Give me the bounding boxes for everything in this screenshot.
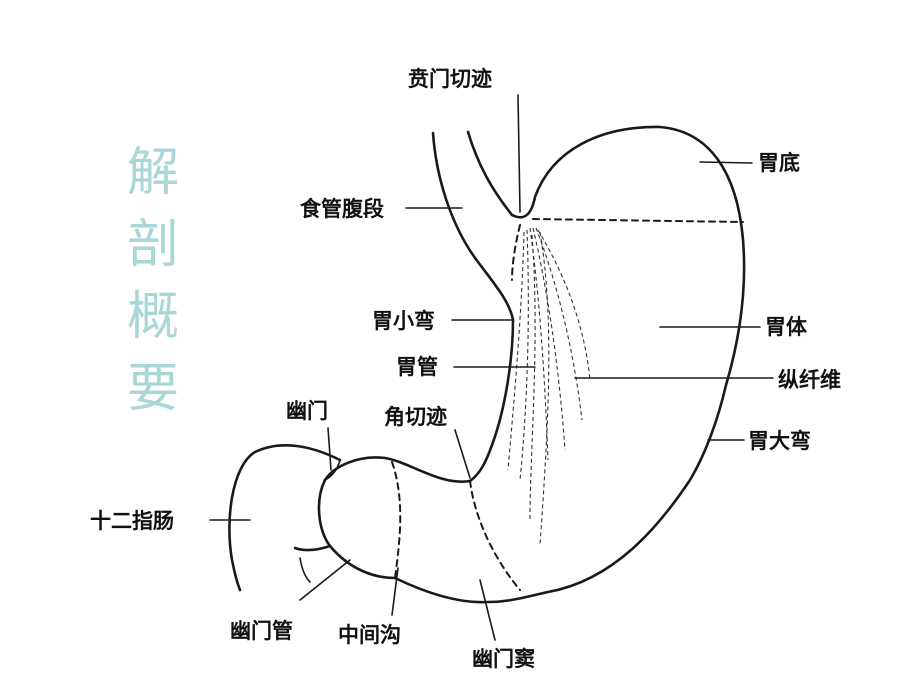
leader-cardiac-notch (517, 94, 521, 213)
label-abdominal-esophagus: 食管腹段 (300, 197, 384, 221)
labels: 贲门切迹 胃底 食管腹段 胃小弯 胃体 胃管 纵纤维 幽门 角切迹 胃大弯 十二… (90, 67, 841, 671)
leader-intermediate-sulcus (391, 567, 399, 616)
label-cardiac-notch: 贲门切迹 (408, 67, 492, 91)
label-lesser-curvature: 胃小弯 (372, 309, 435, 333)
fundus-border (532, 218, 744, 223)
title-char-2: 剖 (127, 215, 179, 275)
lesser-curvature (323, 318, 515, 483)
leader-lines (209, 94, 774, 641)
label-duodenum: 十二指肠 (90, 509, 174, 533)
vertical-title: 解 剖 概 要 (127, 143, 179, 419)
label-pylorus: 幽门 (286, 399, 328, 423)
greater-curvature (393, 125, 746, 604)
label-greater-curvature: 胃大弯 (748, 429, 811, 453)
label-angular-notch: 角切迹 (384, 405, 447, 429)
label-gastric-canal: 胃管 (396, 355, 438, 379)
title-char-3: 概 (127, 287, 179, 347)
label-pyloric-antrum: 幽门窦 (472, 647, 535, 671)
leader-pylorus (327, 427, 332, 471)
leader-angular-notch (454, 429, 471, 479)
pylorus-sphincter-mark (324, 459, 341, 481)
leader-fundus (699, 161, 753, 164)
duodenum-inner (293, 544, 332, 552)
gastric-canal-boundary (511, 224, 521, 281)
duodenum-outer (228, 444, 342, 592)
antrum-boundary (469, 480, 521, 591)
longitudinal-fibers (507, 227, 591, 546)
label-pyloric-canal: 幽门管 (230, 619, 293, 643)
label-fundus: 胃底 (758, 151, 800, 175)
duodenum-tick-1 (299, 557, 311, 583)
title-char-4: 要 (127, 359, 179, 419)
intermediate-sulcus-line (391, 461, 402, 579)
pyloric-bulb (317, 478, 397, 580)
esophagus-left-wall (431, 131, 515, 322)
leader-pyloric-antrum (479, 579, 496, 641)
leader-pyloric-canal (299, 559, 351, 601)
label-longitudinal-fibers: 纵纤维 (778, 368, 841, 392)
title-char-1: 解 (127, 143, 179, 203)
label-intermediate-sulcus: 中间沟 (338, 623, 401, 647)
esophagus-right-wall (466, 130, 514, 217)
label-body: 胃体 (765, 315, 808, 339)
